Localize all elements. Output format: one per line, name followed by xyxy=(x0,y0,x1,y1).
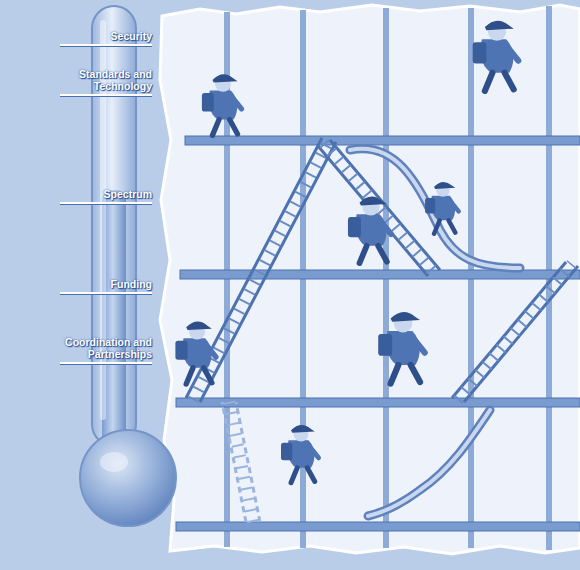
scale-label: Coordination and Partnerships xyxy=(60,336,152,364)
slide xyxy=(368,410,490,516)
worker-figure xyxy=(281,425,319,483)
torn-paper xyxy=(160,5,580,554)
scale-label: Spectrum xyxy=(60,188,152,204)
worker-figure xyxy=(378,312,425,384)
slide xyxy=(368,410,490,516)
scale-label: Standards and Technology xyxy=(60,68,152,96)
ladder xyxy=(222,402,260,522)
worker-figure xyxy=(473,21,519,91)
ladder xyxy=(318,140,440,276)
worker-figure xyxy=(425,182,459,234)
scale-label: Funding xyxy=(60,278,152,294)
worker-figure xyxy=(175,322,216,384)
worker-figure xyxy=(348,196,391,263)
worker-figure xyxy=(202,74,242,135)
scaffold-planks xyxy=(176,136,580,531)
scale-label: Security xyxy=(60,30,152,46)
ladder xyxy=(452,262,578,402)
